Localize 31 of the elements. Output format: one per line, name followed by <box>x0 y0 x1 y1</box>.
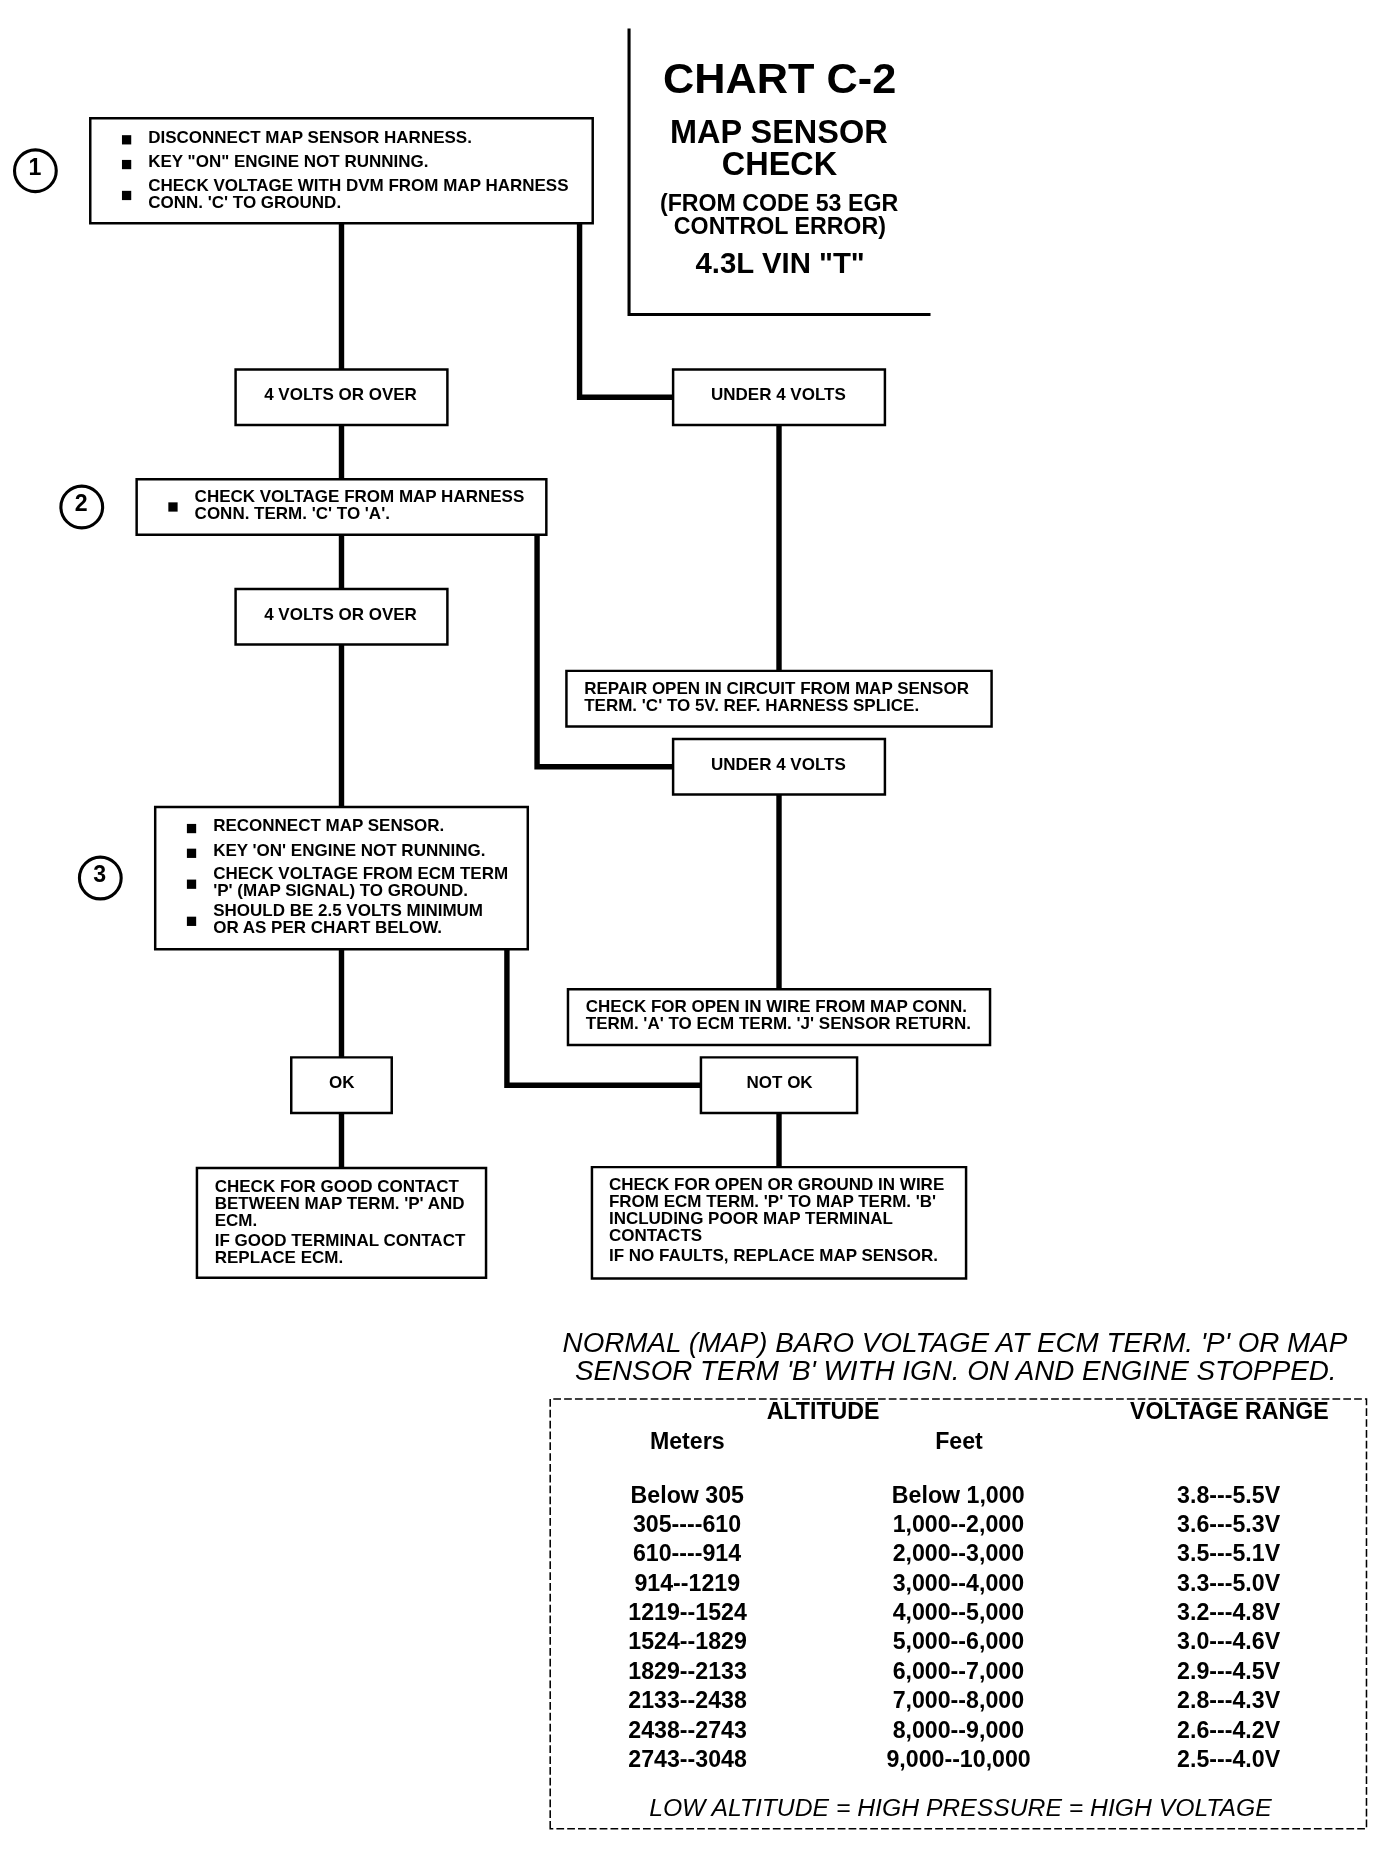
connector <box>338 535 345 589</box>
connector <box>338 223 345 370</box>
node-box: OK <box>290 1056 393 1115</box>
connector <box>338 1113 345 1168</box>
node-box: CHECK FOR OPEN IN WIRE FROM MAP CONN. TERM. 'A' TO ECM TERM. 'J' SENSOR RETURN. <box>566 988 992 1047</box>
node-label: 1 <box>28 153 42 180</box>
node-text: CHART C-2 MAP SENSOR CHECK (FROM CODE 53 EGR CONTROL ERROR) 4.3L VIN "T" <box>659 53 899 280</box>
connector <box>338 644 345 807</box>
node-box: UNDER 4 VOLTS <box>671 737 887 796</box>
node-box: 4 VOLTS OR OVER <box>234 587 449 646</box>
connector <box>776 1113 782 1168</box>
connector <box>776 794 782 989</box>
node-box: NOT OK <box>699 1056 859 1115</box>
connector <box>338 949 345 1057</box>
node-box: CHECK FOR GOOD CONTACT BETWEEN MAP TERM. 'P' AND ECM. IF GOOD TERMINAL CONTACT REPLACE ECM. <box>195 1166 488 1279</box>
connector <box>576 223 673 400</box>
node-box: 4 VOLTS OR OVER <box>234 368 449 427</box>
connector <box>504 949 701 1088</box>
node-box: CHECK FOR OPEN OR GROUND IN WIRE FROM ECM TERM. 'P' TO MAP TERM. 'B' INCLUDING POOR MAP TERMINAL CONTACTS IF NO FAULTS, REPLACE MAP SENSOR. <box>590 1165 968 1280</box>
node-label: 3 <box>93 860 107 887</box>
connector <box>776 425 782 671</box>
node-label: 2 <box>74 489 88 516</box>
node-box: ALTITUDE VOLTAGE RANGE Meters Feet Below 305 Below 1,000 3.8---5.5V 305----610 1,000--2,000 3.6---5.3V 610----914 2,000--3,000 3.5---5.1V 914--1219 3,000--4,000 3.3---5.0V 1219--1524 4,000--5,000 3.2---4.8V 1524--1829 5,000--6,000 3.0---4.6V 1829--2133 6,000--7,000 2.9---4.5V 2133--2438 7,000--8,000 2.8---4.3V 2438--2743 8,000--9,000 2.6---4.2V 2743--3048 9,000--10,000 2.5---4.0V LOW ALTITUDE = HIGH PRESSURE = HIGH VOLTAGE <box>549 1398 1368 1830</box>
node-label: NORMAL (MAP) BARO VOLTAGE AT ECM TERM. 'P' OR MAP SENSOR TERM 'B' WITH IGN. ON AND ENGINE STOPPED. <box>562 1326 1348 1386</box>
connector <box>534 535 673 770</box>
node-box: CHECK VOLTAGE FROM MAP HARNESS CONN. TERM. 'C' TO 'A'. <box>135 477 548 537</box>
node-box: UNDER 4 VOLTS <box>671 368 887 427</box>
connector <box>338 425 345 479</box>
node-box: DISCONNECT MAP SENSOR HARNESS. KEY "ON" ENGINE NOT RUNNING. CHECK VOLTAGE WITH DVM FROM MAP HARNESS CONN. 'C' TO GROUND. <box>89 116 594 225</box>
node-box: RECONNECT MAP SENSOR. KEY 'ON' ENGINE NOT RUNNING. CHECK VOLTAGE FROM ECM TERM 'P' (MAP SIGNAL) TO GROUND. SHOULD BE 2.5 VOLTS MINIMUM OR AS PER CHART BELOW. <box>153 805 529 951</box>
node-box: REPAIR OPEN IN CIRCUIT FROM MAP SENSOR TERM. 'C' TO 5V. REF. HARNESS SPLICE. <box>565 669 993 728</box>
